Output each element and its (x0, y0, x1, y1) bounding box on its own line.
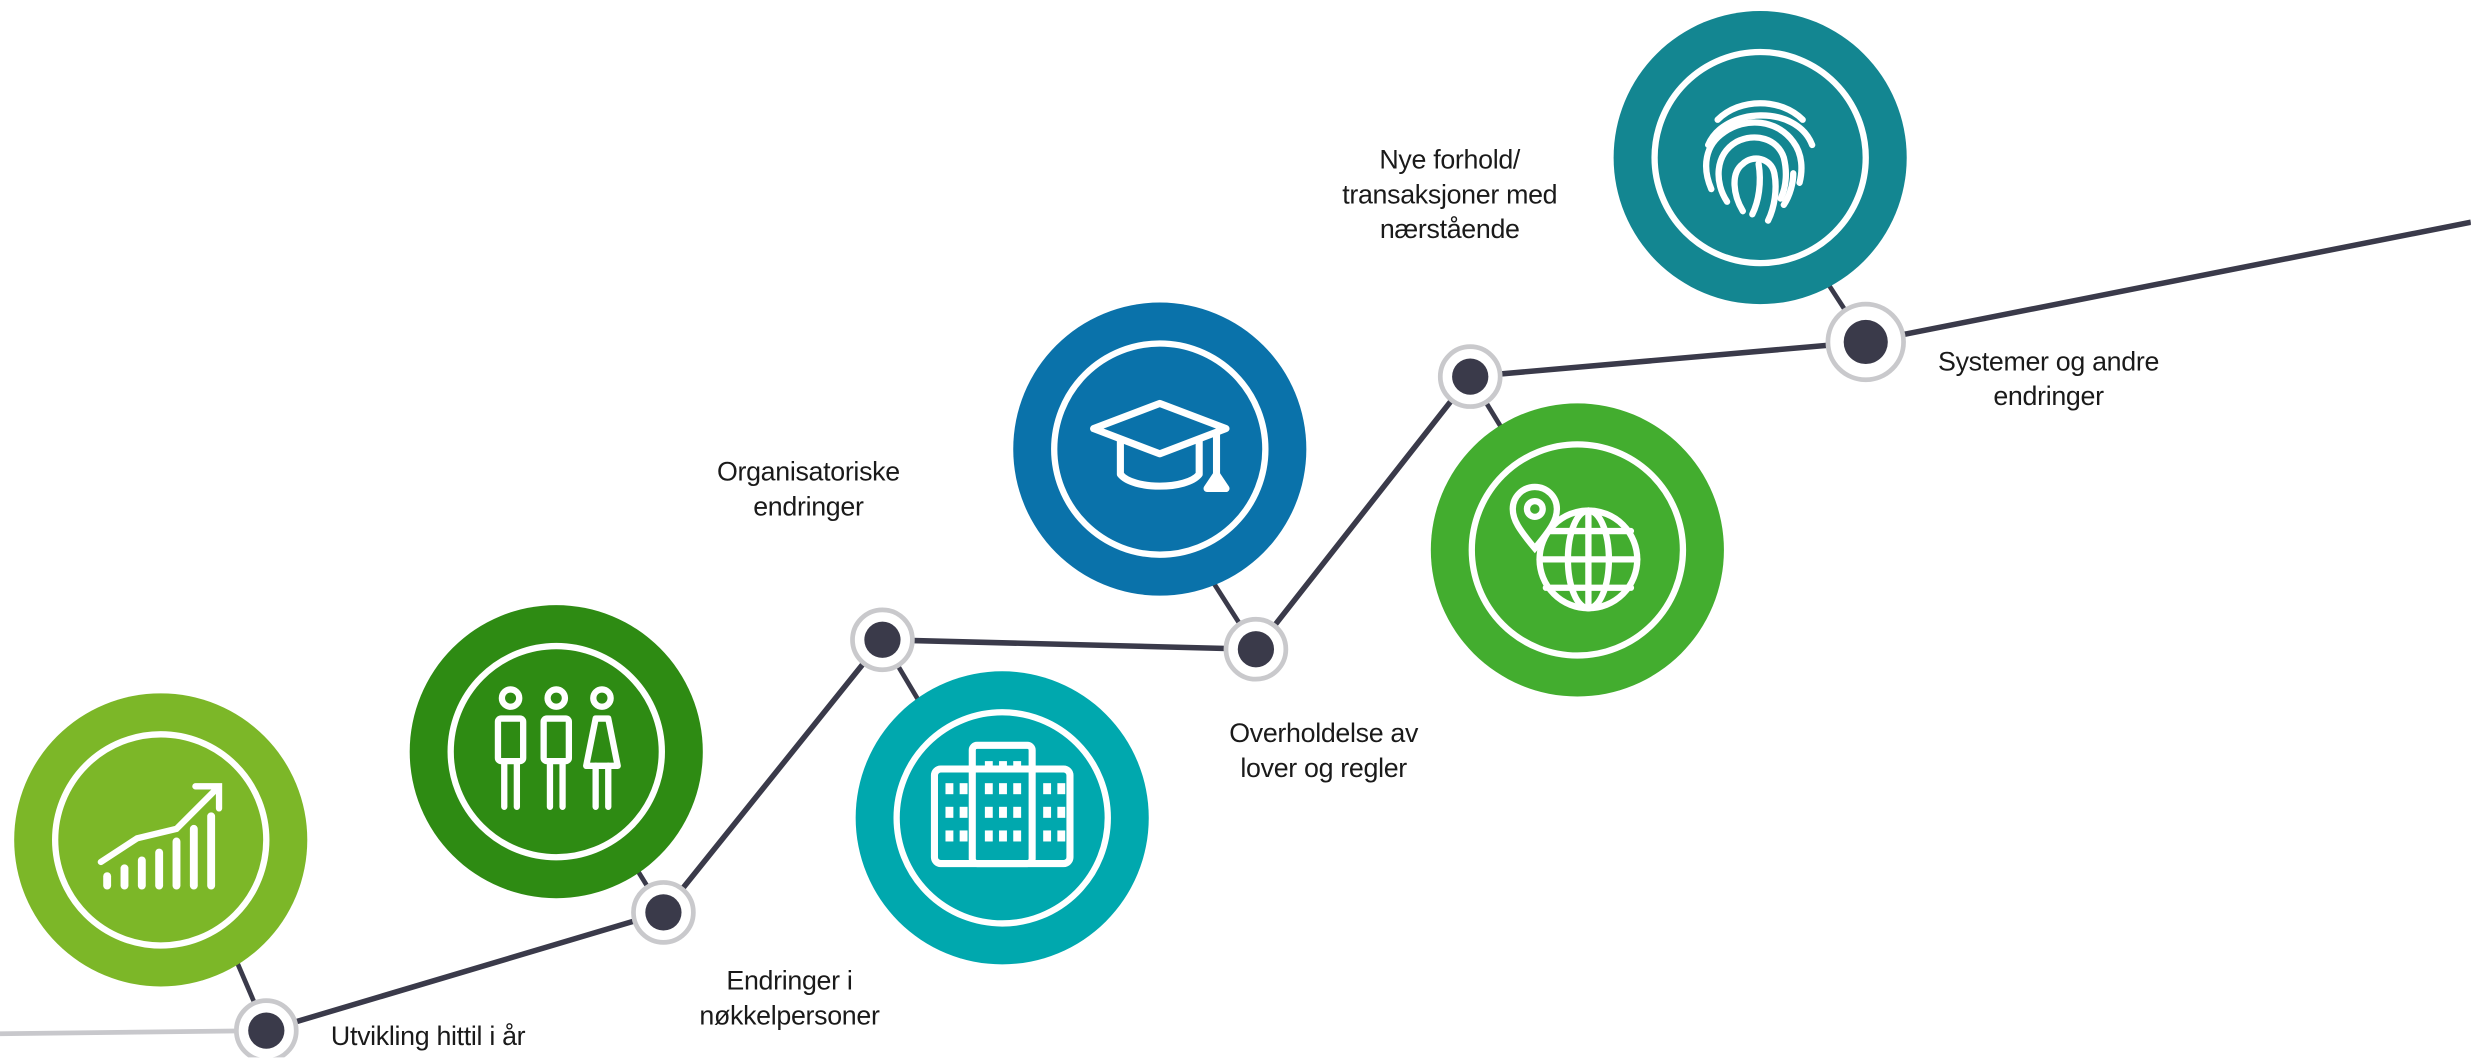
label-nokkelpersoner-line-1: Endringer i (726, 965, 853, 996)
label-nye-forhold-line-1: Nye forhold/ (1379, 144, 1521, 175)
label-nye-forhold-line-2: transaksjoner med (1342, 179, 1558, 210)
label-organisatoriske-line-2: endringer (753, 491, 864, 522)
label-organisatoriske: Organisatoriske endringer (717, 455, 900, 524)
node-organisatoriske (850, 607, 915, 673)
label-overholdelse-line-2: lover og regler (1240, 753, 1407, 784)
step-utvikling-circle (14, 693, 308, 987)
label-utvikling-line-1: Utvikling hittil i år (330, 1021, 526, 1052)
step-overholdelse-circle (1013, 302, 1307, 596)
step-organisatoriske-circle (855, 671, 1149, 965)
label-utvikling: Utvikling hittil i år (330, 1020, 526, 1055)
buildings-icon (930, 741, 1074, 868)
node-utvikling (234, 998, 299, 1058)
fingerprint-icon (1703, 100, 1816, 224)
timeline-nodes (234, 301, 1906, 1058)
people-icon (494, 686, 621, 810)
label-nye-forhold: Nye forhold/ transaksjoner med nærståend… (1342, 143, 1557, 247)
label-systemer-line-1: Systemer og andre (1938, 346, 2160, 377)
label-overholdelse: Overholdelse av lover og regler (1229, 717, 1418, 786)
graduation-cap-icon (1090, 399, 1230, 493)
label-nokkelpersoner-line-2: nøkkelpersoner (699, 1000, 880, 1031)
label-nye-forhold-line-3: nærstående (1379, 214, 1520, 245)
node-nye-forhold (1437, 344, 1503, 409)
label-systemer: Systemer og andre endringer (1938, 345, 2159, 414)
step-nye-forhold-circle (1430, 403, 1724, 697)
globe-pin-icon (1509, 483, 1641, 612)
label-organisatoriske-line-1: Organisatoriske (716, 456, 900, 487)
node-nokkelpersoner (631, 880, 696, 945)
label-nokkelpersoner: Endringer i nøkkelpersoner (699, 964, 880, 1033)
label-systemer-line-2: endringer (1993, 381, 2104, 412)
node-overholdelse (1223, 616, 1289, 682)
timeline-lead-line (0, 1028, 267, 1037)
label-overholdelse-line-1: Overholdelse av (1229, 718, 1419, 749)
step-nokkelpersoner-circle (409, 605, 703, 899)
growth-chart-icon (97, 783, 223, 890)
step-systemer-circle (1613, 11, 1907, 305)
node-systemer (1825, 301, 1906, 383)
